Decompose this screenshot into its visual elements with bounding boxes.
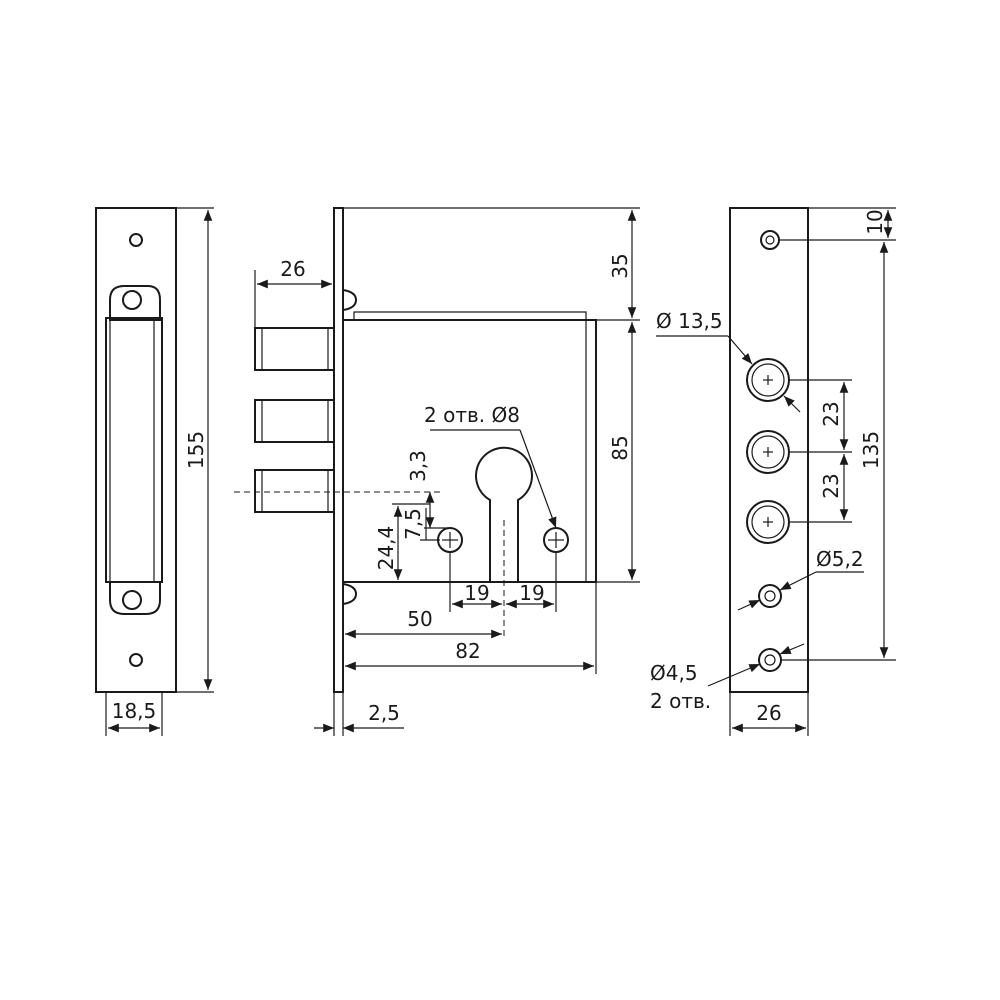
bolt-opening-1 bbox=[746, 358, 790, 402]
bolt-opening-3 bbox=[746, 500, 790, 544]
dim-faceplate-thickness: 2,5 bbox=[368, 701, 400, 725]
dim-bolt-spacing-1: 23 bbox=[819, 401, 843, 426]
dim-strike-width: 18,5 bbox=[112, 699, 157, 723]
dim-case-height: 85 bbox=[608, 435, 632, 460]
strike-plate-outline bbox=[95, 207, 177, 693]
bolt-2 bbox=[254, 399, 335, 443]
strike-pocket-top-hole bbox=[122, 290, 142, 310]
label-bolt-diameter: Ø 13,5 bbox=[656, 309, 723, 333]
strike-top-screw-hole bbox=[129, 233, 143, 247]
dim-top-hole-offset: 10 bbox=[863, 209, 887, 234]
dim-depth-82: 82 bbox=[455, 639, 480, 663]
label-screw-hole-45: Ø4,5 bbox=[650, 661, 698, 685]
label-screw-hole-52: Ø5,2 bbox=[816, 547, 864, 571]
bolt-opening-2 bbox=[746, 430, 790, 474]
dim-bolt-projection: 26 bbox=[280, 257, 305, 281]
dim-24-4: 24,4 bbox=[374, 526, 398, 571]
screw-hole-lower bbox=[758, 648, 782, 672]
dim-faceplate-width: 26 bbox=[756, 701, 781, 725]
strike-pocket-top bbox=[109, 285, 161, 321]
dim-strike-height: 155 bbox=[184, 431, 208, 469]
faceplate-outline bbox=[729, 207, 809, 693]
strike-pocket-bottom bbox=[109, 581, 161, 615]
strike-pocket-bottom-hole bbox=[122, 590, 142, 610]
strike-plate-view: 155 18,5 bbox=[95, 207, 214, 736]
dim-bolt-spacing-2: 23 bbox=[819, 473, 843, 498]
bolt-1 bbox=[254, 327, 335, 371]
keyhole bbox=[475, 446, 533, 582]
faceplate-screw-bottom bbox=[342, 582, 358, 606]
dim-19-right: 19 bbox=[519, 581, 544, 605]
strike-bottom-screw-hole bbox=[129, 653, 143, 667]
bolt-3 bbox=[254, 469, 335, 513]
dim-backset-50: 50 bbox=[407, 607, 432, 631]
faceplate-view: 10 135 23 23 Ø 13,5 Ø5,2 Ø4,5 2 отв. 26 bbox=[650, 207, 896, 736]
label-fixing-holes: 2 отв. Ø8 bbox=[424, 403, 520, 427]
dim-7-5: 7,5 bbox=[401, 508, 425, 540]
dim-3-3: 3,3 bbox=[406, 450, 430, 482]
faceplate-edge bbox=[333, 207, 344, 693]
dim-fixing-span: 135 bbox=[859, 431, 883, 469]
faceplate-screw-top bbox=[342, 288, 358, 312]
case-outline bbox=[343, 319, 597, 583]
screw-hole-upper bbox=[758, 584, 782, 608]
dim-top-to-case: 35 bbox=[608, 253, 632, 278]
faceplate-top-hole bbox=[760, 230, 780, 250]
lock-body-view: 26 35 85 2 отв. Ø8 3,3 7,5 24,4 19 19 5 bbox=[234, 207, 640, 736]
label-screw-hole-45-count: 2 отв. bbox=[650, 689, 711, 713]
dim-19-left: 19 bbox=[464, 581, 489, 605]
